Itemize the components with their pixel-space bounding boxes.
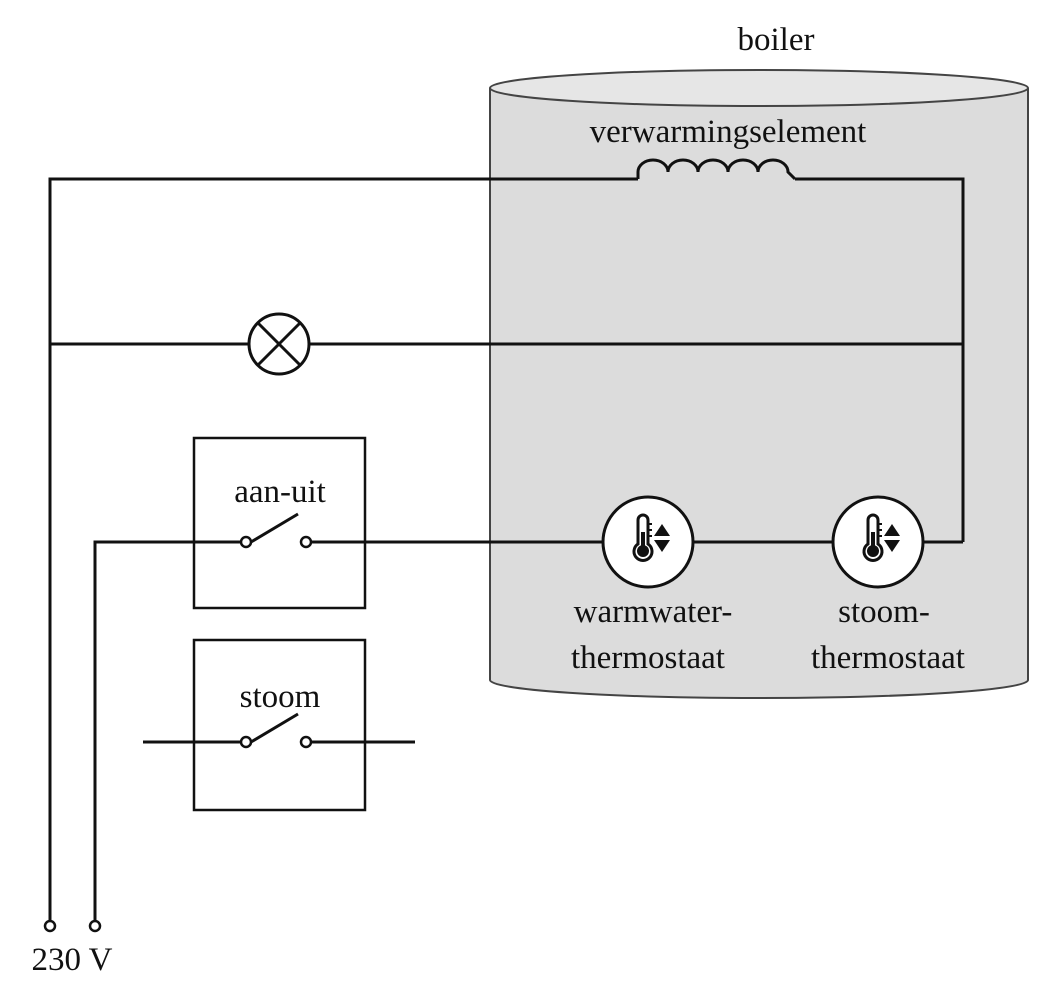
lamp-symbol-icon xyxy=(247,312,311,376)
steam-thermostat-icon[interactable] xyxy=(831,495,925,589)
boiler-label: boiler xyxy=(738,22,815,58)
supply-terminals-icon xyxy=(43,919,102,933)
control-wire xyxy=(93,540,963,920)
hot-water-thermostat-label-1: warmwater- xyxy=(574,594,733,630)
steam-thermostat-label-1: stoom- xyxy=(838,594,930,630)
power-switch-box xyxy=(192,436,367,610)
voltage-label: 230 V xyxy=(32,942,113,978)
steam-switch-icon[interactable] xyxy=(143,712,415,749)
heating-element-label: verwarmingselement xyxy=(590,114,867,150)
power-switch-label: aan-uit xyxy=(234,474,326,510)
boiler-tank xyxy=(489,69,1029,699)
hot-water-thermostat-label-2: thermostaat xyxy=(571,640,725,676)
steam-switch-label: stoom xyxy=(240,679,321,715)
heating-element-wire xyxy=(48,158,965,920)
hot-water-thermostat-icon[interactable] xyxy=(601,495,695,589)
steam-thermostat-label-2: thermostaat xyxy=(811,640,965,676)
